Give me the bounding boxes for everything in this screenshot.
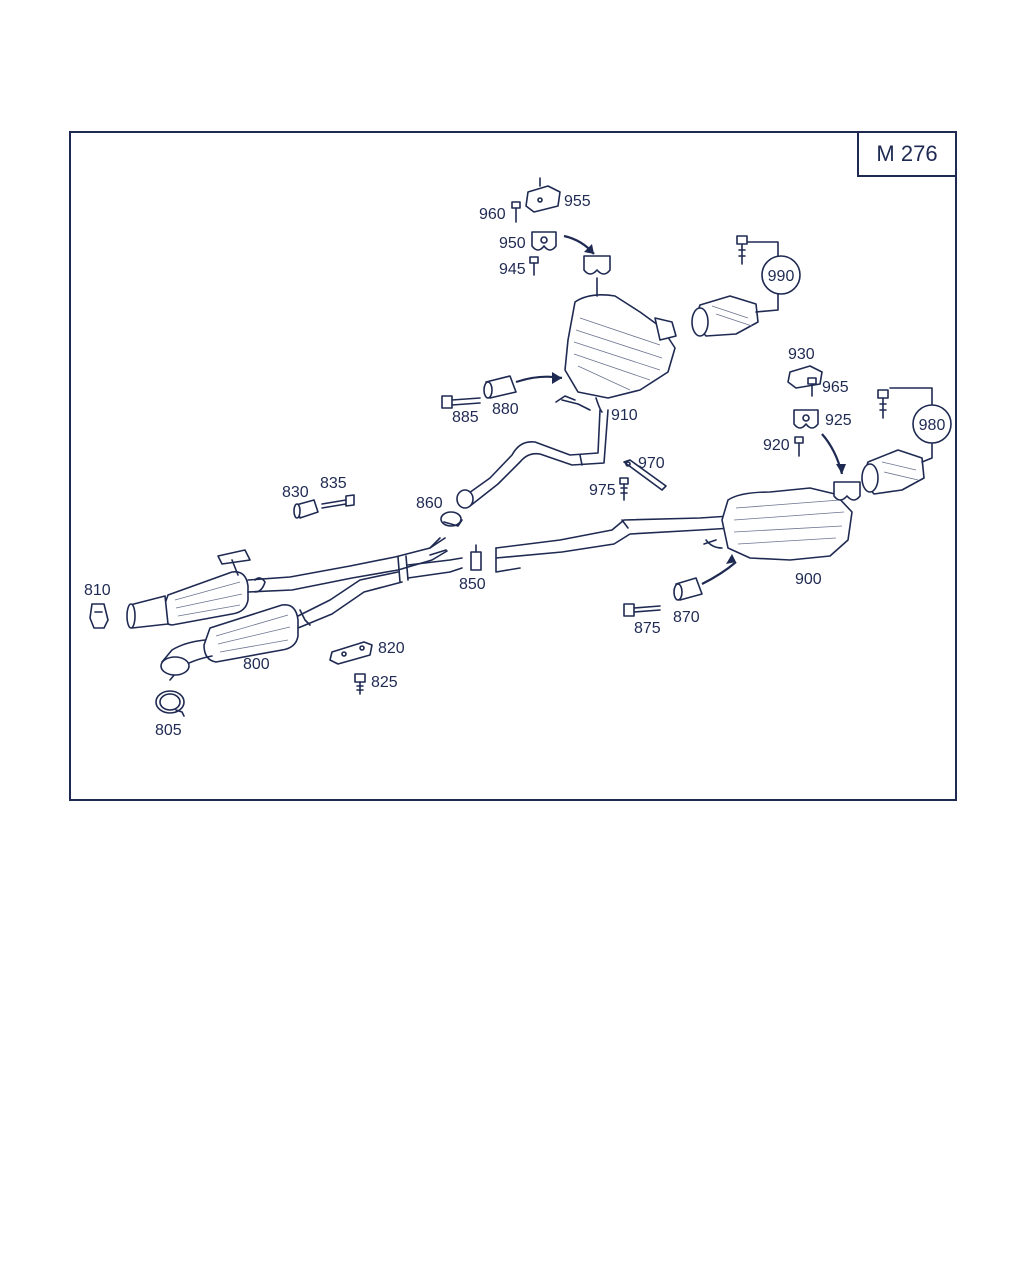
label-875: 875 — [634, 620, 661, 637]
bolt-960 — [511, 201, 521, 223]
label-825: 825 — [371, 674, 398, 691]
label-925: 925 — [825, 412, 852, 429]
label-945: 945 — [499, 261, 526, 278]
label-820: 820 — [378, 640, 405, 657]
bolt-980 — [877, 389, 889, 419]
callout-990: 990 — [761, 255, 801, 295]
label-910: 910 — [611, 407, 638, 424]
bracket-930 — [787, 365, 823, 389]
label-885: 885 — [452, 409, 479, 426]
label-950: 950 — [499, 235, 526, 252]
label-965: 965 — [822, 379, 849, 396]
bolt-990 — [736, 235, 748, 265]
leader-lines — [539, 177, 933, 463]
bracket-820 — [329, 641, 373, 665]
sleeve-850 — [470, 544, 482, 571]
label-870: 870 — [673, 609, 700, 626]
label-975: 975 — [589, 482, 616, 499]
bolt-945 — [529, 256, 539, 276]
label-800: 800 — [243, 656, 270, 673]
label-805: 805 — [155, 722, 182, 739]
label-830: 830 — [282, 484, 309, 501]
label-810: 810 — [84, 582, 111, 599]
bolt-965 — [807, 377, 817, 397]
rubber-bushing-870 — [673, 577, 703, 601]
bolt-835 — [321, 494, 355, 509]
clip-810 — [89, 603, 109, 629]
rubber-bushing-830 — [293, 499, 319, 519]
bracket-955 — [525, 185, 561, 213]
hanger-mounted-950 — [583, 255, 611, 297]
hanger-mounted-925 — [833, 481, 861, 501]
silencer-910 — [555, 294, 677, 413]
label-990: 990 — [768, 268, 795, 285]
tailpipe-tip-980 — [861, 449, 925, 495]
silencer-900 — [703, 487, 853, 561]
rubber-bushing-880 — [483, 375, 517, 399]
model-label: M 276 — [857, 131, 957, 177]
label-835: 835 — [320, 475, 347, 492]
rear-pipe-upper — [456, 409, 609, 509]
bolt-875 — [623, 603, 661, 617]
bolt-920 — [794, 436, 804, 457]
clamp-ring-805 — [155, 690, 185, 717]
label-880: 880 — [492, 401, 519, 418]
label-860: 860 — [416, 495, 443, 512]
diagram-frame — [69, 131, 957, 801]
label-955: 955 — [564, 193, 591, 210]
label-960: 960 — [479, 206, 506, 223]
hanger-925 — [793, 409, 819, 429]
front-pipe-assembly-800 — [126, 537, 463, 681]
strap-970 — [623, 459, 667, 491]
label-900: 900 — [795, 571, 822, 588]
assembly-arrows — [515, 234, 846, 585]
bolt-885 — [441, 395, 481, 409]
label-850: 850 — [459, 576, 486, 593]
rear-pipe-lower — [495, 515, 733, 573]
bolt-975 — [619, 477, 629, 501]
bolt-825 — [354, 673, 366, 695]
label-930: 930 — [788, 346, 815, 363]
part-labels: 955 960 950 945 885 880 910 930 965 925 … — [84, 193, 852, 739]
clamp-860 — [440, 511, 463, 527]
hanger-950 — [531, 231, 557, 251]
label-920: 920 — [763, 437, 790, 454]
label-970: 970 — [638, 455, 665, 472]
tailpipe-tip-990 — [691, 295, 759, 337]
callout-980: 980 — [912, 404, 952, 444]
label-980: 980 — [919, 417, 946, 434]
